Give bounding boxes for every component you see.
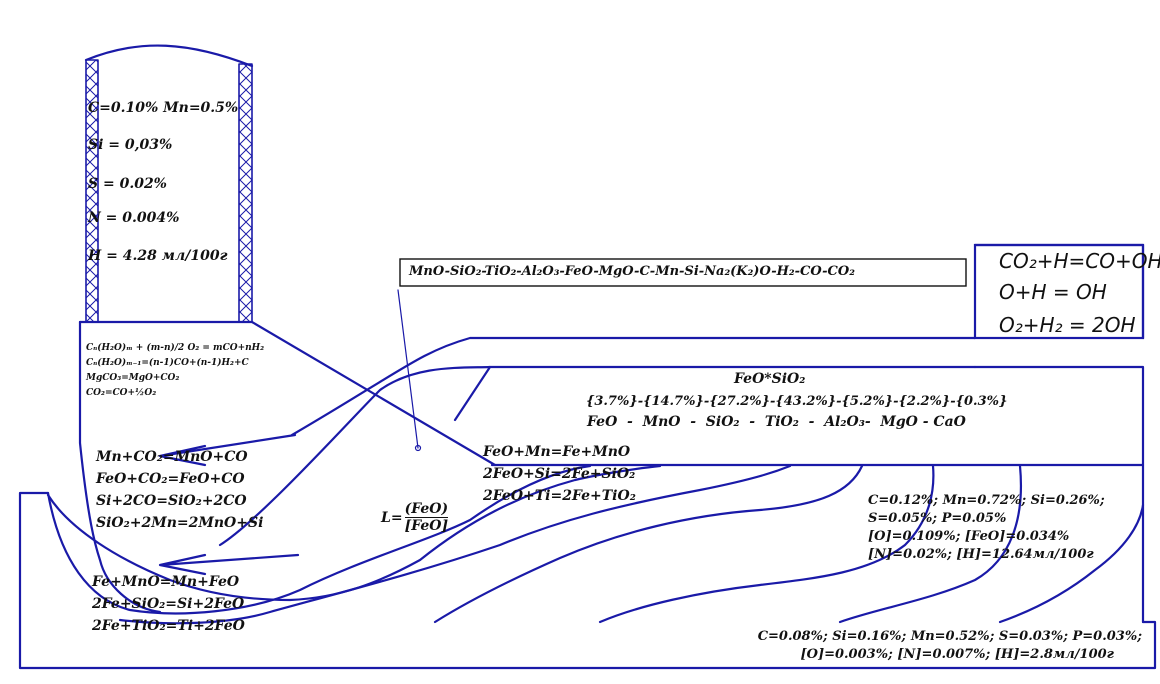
decomposition-reactions: Cₙ(H₂O)ₘ + (m-n)/2 O₂ = mCO+nH₂ Cₙ(H₂O)ₘ… [86,341,264,401]
pool-curve-7 [998,503,1145,624]
distribution-coefficient: L= (FeO) [FeO] [381,501,449,534]
droplet-arrow-upper [158,433,297,467]
reaction-left-3: Si+2CO=SiO₂+2CO [96,493,247,509]
wire-n: N = 0.004% [88,210,180,226]
wire-h: H = 4.28 мл/100г [88,248,228,264]
distribution-prefix: L= [381,509,403,526]
slag-oxides: FeO - MnO - SiO₂ - TiO₂ - Al₂O₃- MgO - C… [587,414,966,430]
weld-metal-line-2: S=0.05%; P=0.05% [868,511,1007,526]
distribution-fraction: (FeO) [FeO] [404,501,449,534]
gas-reaction-2: O+H = OH [999,280,1107,304]
wire-c-mn: C=0.10% Mn=0.5% [88,100,239,116]
electrode-top-wave [84,44,254,68]
pool-curve-4 [433,464,864,624]
decomposition-1: Cₙ(H₂O)ₘ + (m-n)/2 O₂ = mCO+nH₂ [86,343,265,353]
reaction-middle-2: 2FeO+Si=2Fe+SiO₂ [483,466,636,482]
pool-curve-5 [598,464,935,624]
reaction-left-4: SiO₂+2Mn=2MnO+Si [96,515,264,531]
pool-curve-3 [118,464,792,625]
reaction-lower-1: Fe+MnO=Mn+FeO [92,574,240,590]
base-metal-line-2: [O]=0.003%; [N]=0.007%; [H]=2.8мл/100г [800,647,1114,662]
gas-reaction-1: CO₂+H=CO+OH [999,249,1160,273]
gas-flow-line-2 [218,365,977,547]
distribution-numerator: (FeO) [404,501,449,517]
droplet-arrow-lower [158,553,300,576]
base-metal-composition: C=0.08%; Si=0.16%; Mn=0.52%; S=0.03%; P=… [758,628,1142,664]
decomposition-2: Cₙ(H₂O)ₘ₋₁=(n-1)CO+(n-1)H₂+C [86,358,249,368]
wire-si: Si = 0,03% [88,137,173,153]
reactions-middle: FeO+Mn=Fe+MnO 2FeO+Si=2Fe+SiO₂ 2FeO+Ti=2… [483,441,636,507]
slag-title: FeO*SiO₂ [734,371,806,387]
reaction-middle-1: FeO+Mn=Fe+MnO [483,444,631,460]
weld-metal-line-3: [O]=0.109%; [FeO]=0.034% [868,529,1070,544]
pool-curve-6 [838,464,1022,624]
flux-formula-box [399,258,967,287]
pool-curve-1 [46,464,592,615]
base-metal-line-1: C=0.08%; Si=0.16%; Mn=0.52%; S=0.03%; P=… [757,629,1142,644]
flux-formula: MnO-SiO₂-TiO₂-Al₂O₃-FeO-MgO-C-Mn-Si-Na₂(… [409,264,855,279]
flux-leader-line [397,289,419,449]
slag-box-outline [453,365,1145,467]
weld-metal-line-1: C=0.12%; Mn=0.72%; Si=0.26%; [868,493,1105,508]
slag-percents: {3.7%}-{14.7%}-{27.2%}-{43.2%}-{5.2%}-{2… [586,394,1008,409]
flux-leader-dot [414,444,422,452]
arc-zone-outline [78,320,162,614]
wire-s: S = 0.02% [88,176,167,192]
base-plate [18,491,1157,670]
distribution-denominator: [FeO] [404,517,449,534]
decomposition-3: MgCO₃=MgO+CO₂ [86,373,180,383]
reaction-middle-3: 2FeO+Ti=2Fe+TiO₂ [483,488,636,504]
reactions-lower: Fe+MnO=Mn+FeO 2Fe+SiO₂=Si+2FeO 2Fe+TiO₂=… [92,571,245,637]
gas-reactions-box [973,243,1145,340]
reactions-left: Mn+CO₂=MnO+CO FeO+CO₂=FeO+CO Si+2CO=SiO₂… [96,446,263,534]
decomposition-4: CO₂=CO+½O₂ [86,388,157,398]
reaction-lower-3: 2Fe+TiO₂=Ti+2FeO [92,618,245,634]
reaction-lower-2: 2Fe+SiO₂=Si+2FeO [92,596,245,612]
reaction-left-1: Mn+CO₂=MnO+CO [96,449,248,465]
weld-metal-line-4: [N]=0.02%; [H]=12.64мл/100г [868,547,1094,562]
weld-metal-composition: C=0.12%; Mn=0.72%; Si=0.26%; S=0.05%; P=… [868,492,1105,564]
reaction-left-2: FeO+CO₂=FeO+CO [96,471,245,487]
electrode-right-coating [238,63,253,323]
gas-reaction-3: O₂+H₂ = 2OH [999,313,1136,337]
